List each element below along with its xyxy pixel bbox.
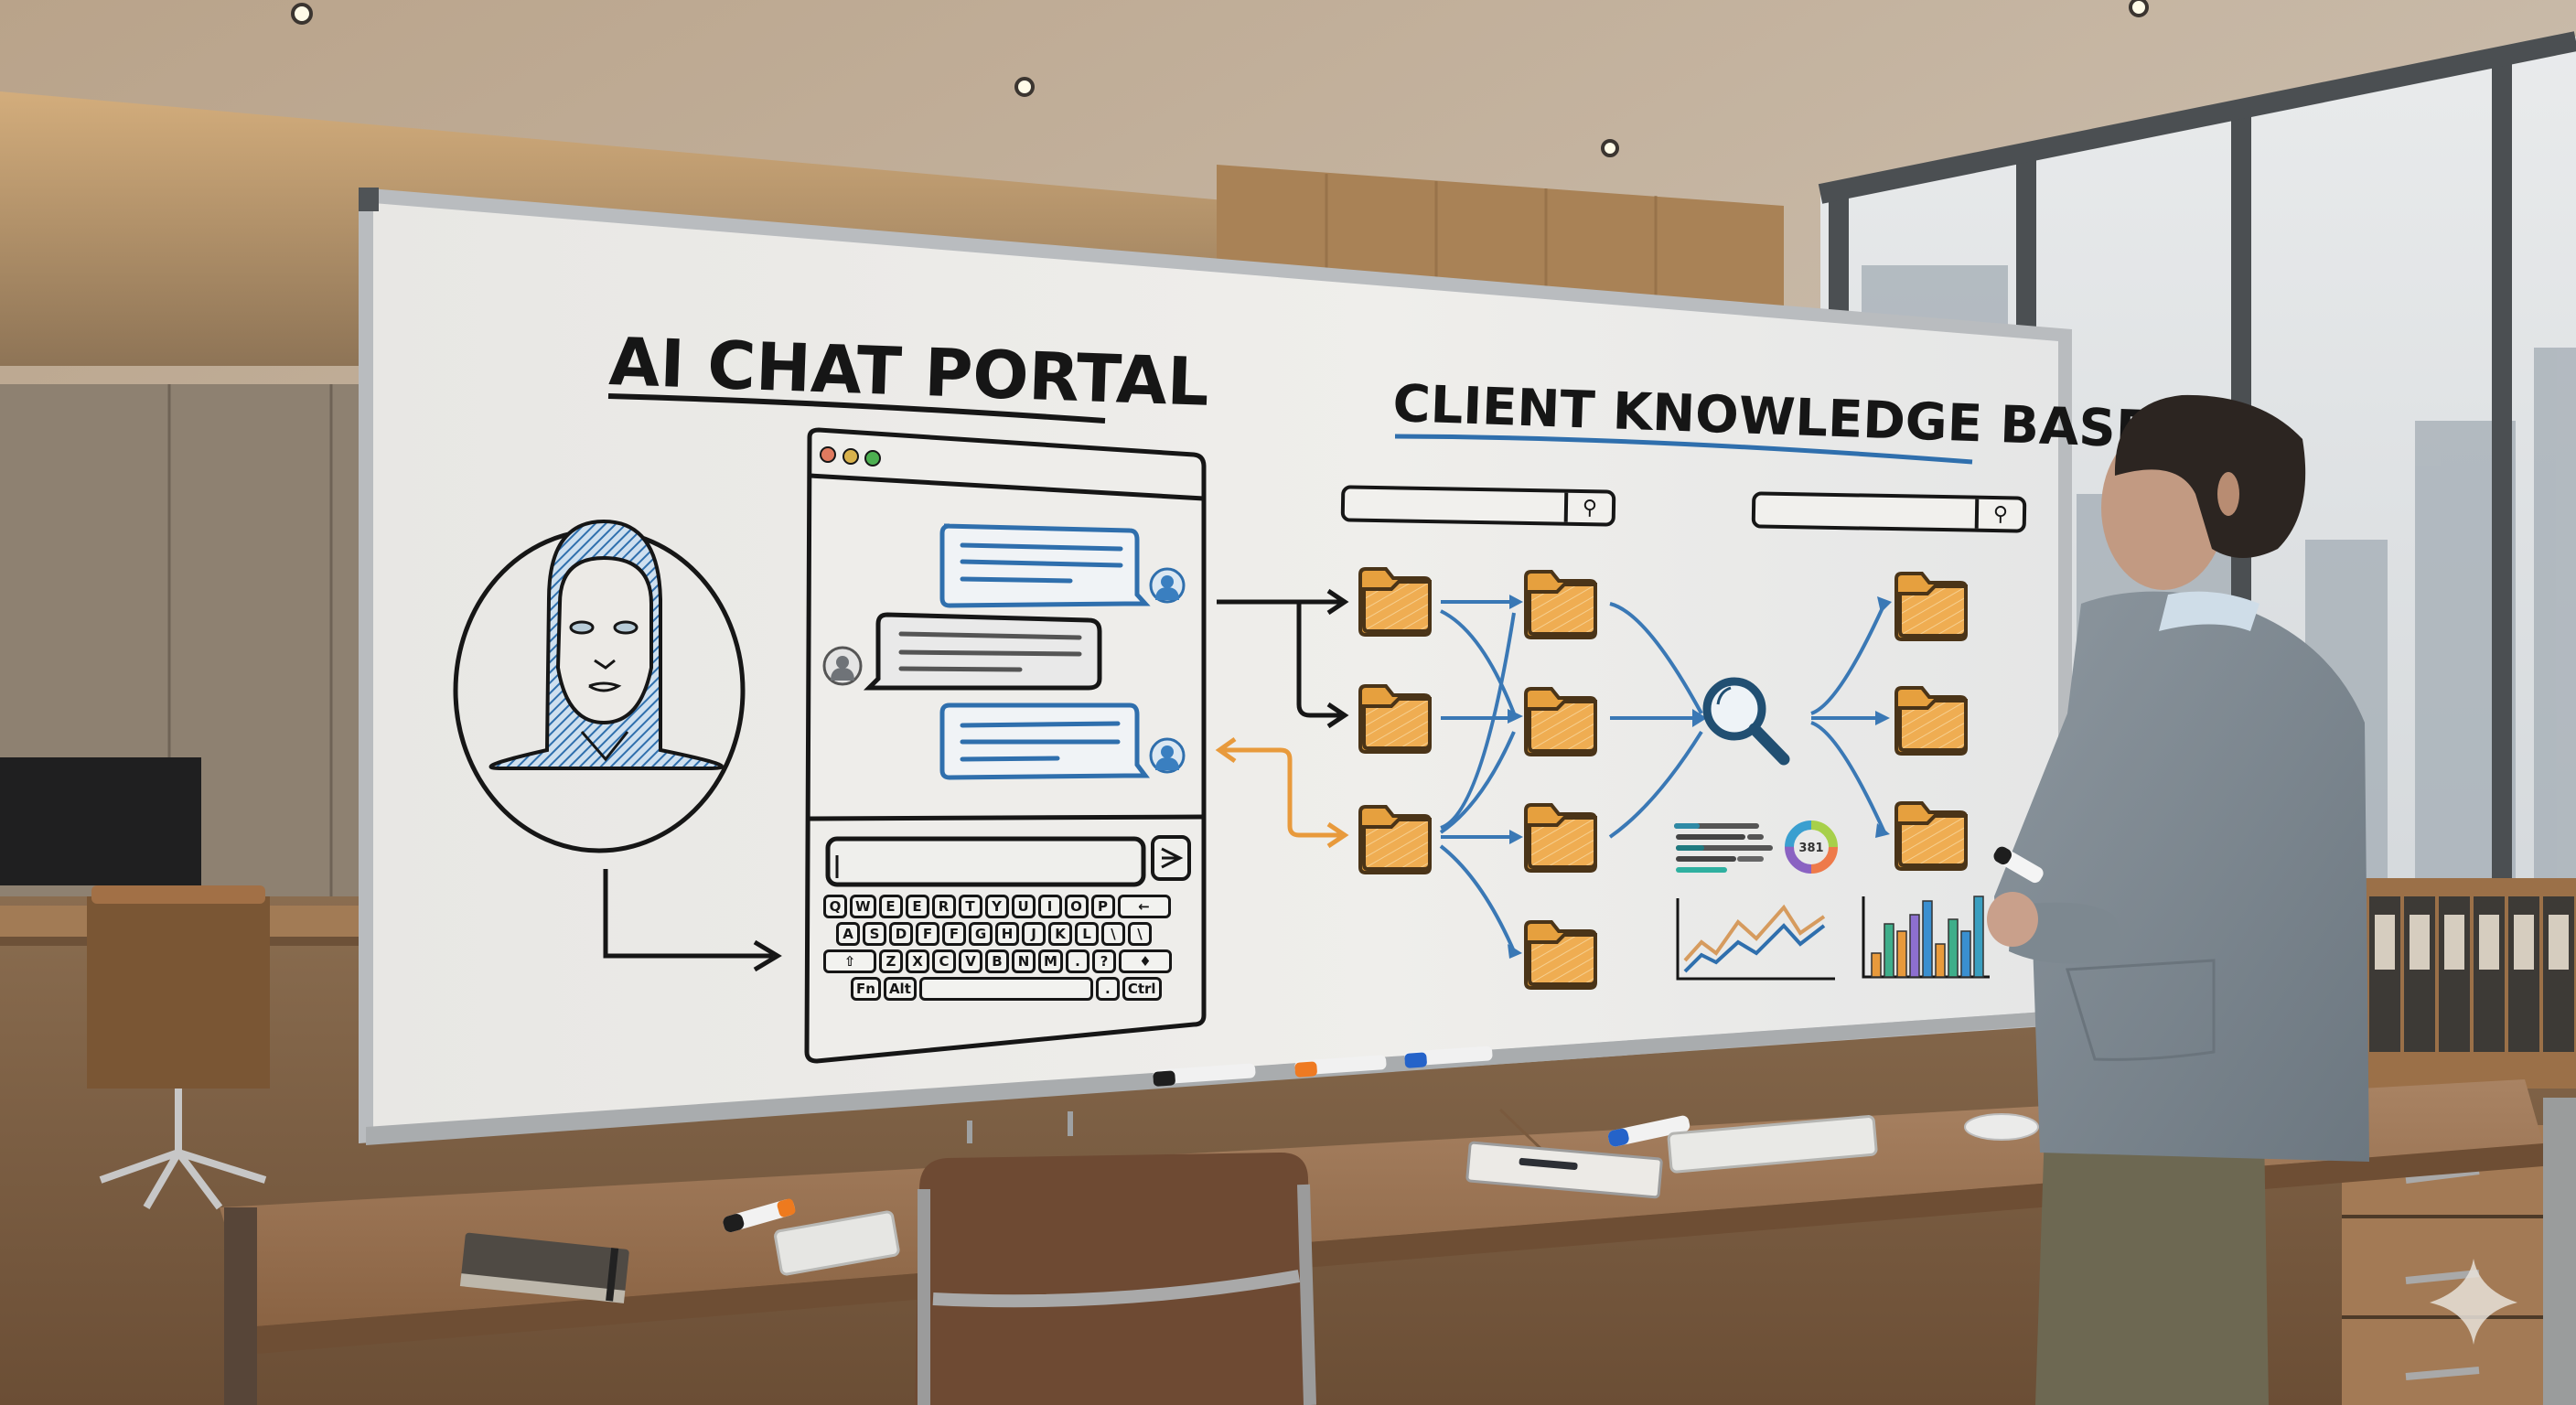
key[interactable]: C bbox=[932, 949, 956, 973]
search-placeholder[interactable] bbox=[1755, 509, 1975, 513]
key[interactable]: ⇧ bbox=[823, 949, 876, 973]
left-title-underline bbox=[607, 393, 1106, 424]
back-desk bbox=[0, 757, 366, 1210]
key[interactable]: K bbox=[1048, 922, 1072, 946]
chat-message-user-2 bbox=[939, 702, 1186, 780]
folder-icon bbox=[1894, 572, 1968, 641]
key[interactable]: M bbox=[1038, 949, 1063, 973]
pocket bbox=[2066, 959, 2216, 1061]
tray-markers bbox=[1153, 1046, 1493, 1087]
folder-icon bbox=[1524, 803, 1597, 873]
whiteboard-surface bbox=[373, 203, 2058, 1127]
donut-chart: 381 bbox=[1785, 820, 1838, 874]
key[interactable]: T bbox=[958, 895, 982, 918]
key[interactable]: R bbox=[931, 895, 956, 918]
monitor bbox=[0, 757, 201, 885]
key[interactable]: O bbox=[1064, 895, 1089, 918]
folder-icon bbox=[1358, 684, 1432, 754]
key[interactable]: Ctrl bbox=[1122, 977, 1162, 1001]
ceiling-lights bbox=[291, 0, 2149, 157]
spiral-notebook bbox=[1465, 1141, 1663, 1199]
key[interactable] bbox=[918, 977, 1093, 1001]
knowledge-flow: 381 bbox=[1215, 567, 1990, 990]
folder-icon bbox=[1524, 920, 1597, 990]
key[interactable]: Fn bbox=[851, 977, 881, 1001]
key[interactable]: ♦ bbox=[1118, 949, 1172, 973]
search-bar-2[interactable]: ⚲ bbox=[1751, 491, 2027, 533]
front-desk bbox=[220, 1079, 2543, 1405]
key[interactable]: Alt bbox=[883, 977, 917, 1001]
key[interactable]: Z bbox=[879, 949, 903, 973]
folder-icon bbox=[1524, 570, 1597, 639]
key[interactable]: X bbox=[906, 949, 929, 973]
key[interactable]: N bbox=[1012, 949, 1036, 973]
chat-message-user-1 bbox=[939, 523, 1186, 608]
key[interactable]: . bbox=[1095, 977, 1120, 1001]
key[interactable]: G bbox=[969, 922, 993, 946]
whiteboard: AI CHAT PORTAL CLIENT KNOWLEDGE BASE bbox=[359, 188, 2152, 1145]
key[interactable]: P bbox=[1090, 895, 1115, 918]
folder-icon bbox=[1894, 801, 1968, 871]
key[interactable]: E bbox=[878, 895, 903, 918]
key[interactable]: V bbox=[959, 949, 982, 973]
key[interactable]: \ bbox=[1128, 922, 1152, 946]
key[interactable]: A bbox=[836, 922, 860, 946]
magnifier-icon bbox=[1702, 677, 1790, 766]
search-placeholder[interactable] bbox=[1345, 503, 1564, 507]
keyboard bbox=[1667, 1115, 1878, 1174]
sparkle-icon bbox=[2430, 1259, 2517, 1345]
search-bar-1[interactable]: ⚲ bbox=[1340, 485, 1616, 527]
key[interactable]: J bbox=[1022, 922, 1046, 946]
keyboard bbox=[774, 1210, 900, 1276]
key[interactable]: . bbox=[1065, 949, 1089, 973]
key[interactable]: E bbox=[905, 895, 929, 918]
orange-marker bbox=[723, 1198, 796, 1233]
key[interactable]: I bbox=[1037, 895, 1062, 918]
folder-icon bbox=[1358, 805, 1432, 874]
search-icon[interactable]: ⚲ bbox=[1563, 492, 1613, 523]
minimize-dot bbox=[843, 448, 859, 465]
avatar-arrow bbox=[603, 869, 773, 959]
key[interactable]: S bbox=[863, 922, 886, 946]
key[interactable]: F bbox=[916, 922, 939, 946]
line-chart bbox=[1676, 898, 1835, 981]
key[interactable]: Q bbox=[823, 895, 847, 918]
folder-icon bbox=[1358, 567, 1432, 637]
maximize-dot bbox=[864, 450, 881, 467]
right-title-underline bbox=[1394, 434, 1973, 465]
key[interactable]: ← bbox=[1117, 895, 1171, 918]
bar-chart bbox=[1862, 896, 1990, 979]
folder-icon bbox=[1894, 686, 1968, 756]
window-controls bbox=[820, 446, 881, 467]
send-icon bbox=[1161, 847, 1184, 869]
office-chair bbox=[915, 1153, 1317, 1405]
binder-shelf bbox=[2360, 878, 2576, 1089]
folder-icon bbox=[1524, 687, 1597, 756]
key[interactable]: L bbox=[1075, 922, 1099, 946]
key[interactable]: D bbox=[889, 922, 913, 946]
key[interactable]: B bbox=[985, 949, 1009, 973]
key[interactable]: ? bbox=[1091, 949, 1116, 973]
key[interactable]: W bbox=[850, 895, 876, 918]
notebook-book bbox=[459, 1232, 629, 1303]
chat-input-field[interactable] bbox=[825, 836, 1146, 887]
key[interactable]: F bbox=[942, 922, 966, 946]
report-lines bbox=[1674, 823, 1773, 873]
ai-avatar bbox=[453, 519, 782, 972]
key[interactable]: Y bbox=[984, 895, 1009, 918]
key[interactable]: U bbox=[1011, 895, 1036, 918]
chat-message-bot bbox=[822, 612, 1102, 691]
key[interactable]: \ bbox=[1101, 922, 1125, 946]
donut-label: 381 bbox=[1798, 842, 1823, 855]
mouse bbox=[1964, 1113, 2039, 1141]
key[interactable]: H bbox=[995, 922, 1019, 946]
close-dot bbox=[820, 446, 836, 463]
search-icon[interactable]: ⚲ bbox=[1974, 499, 2023, 530]
man-presenter bbox=[1987, 394, 2369, 1405]
